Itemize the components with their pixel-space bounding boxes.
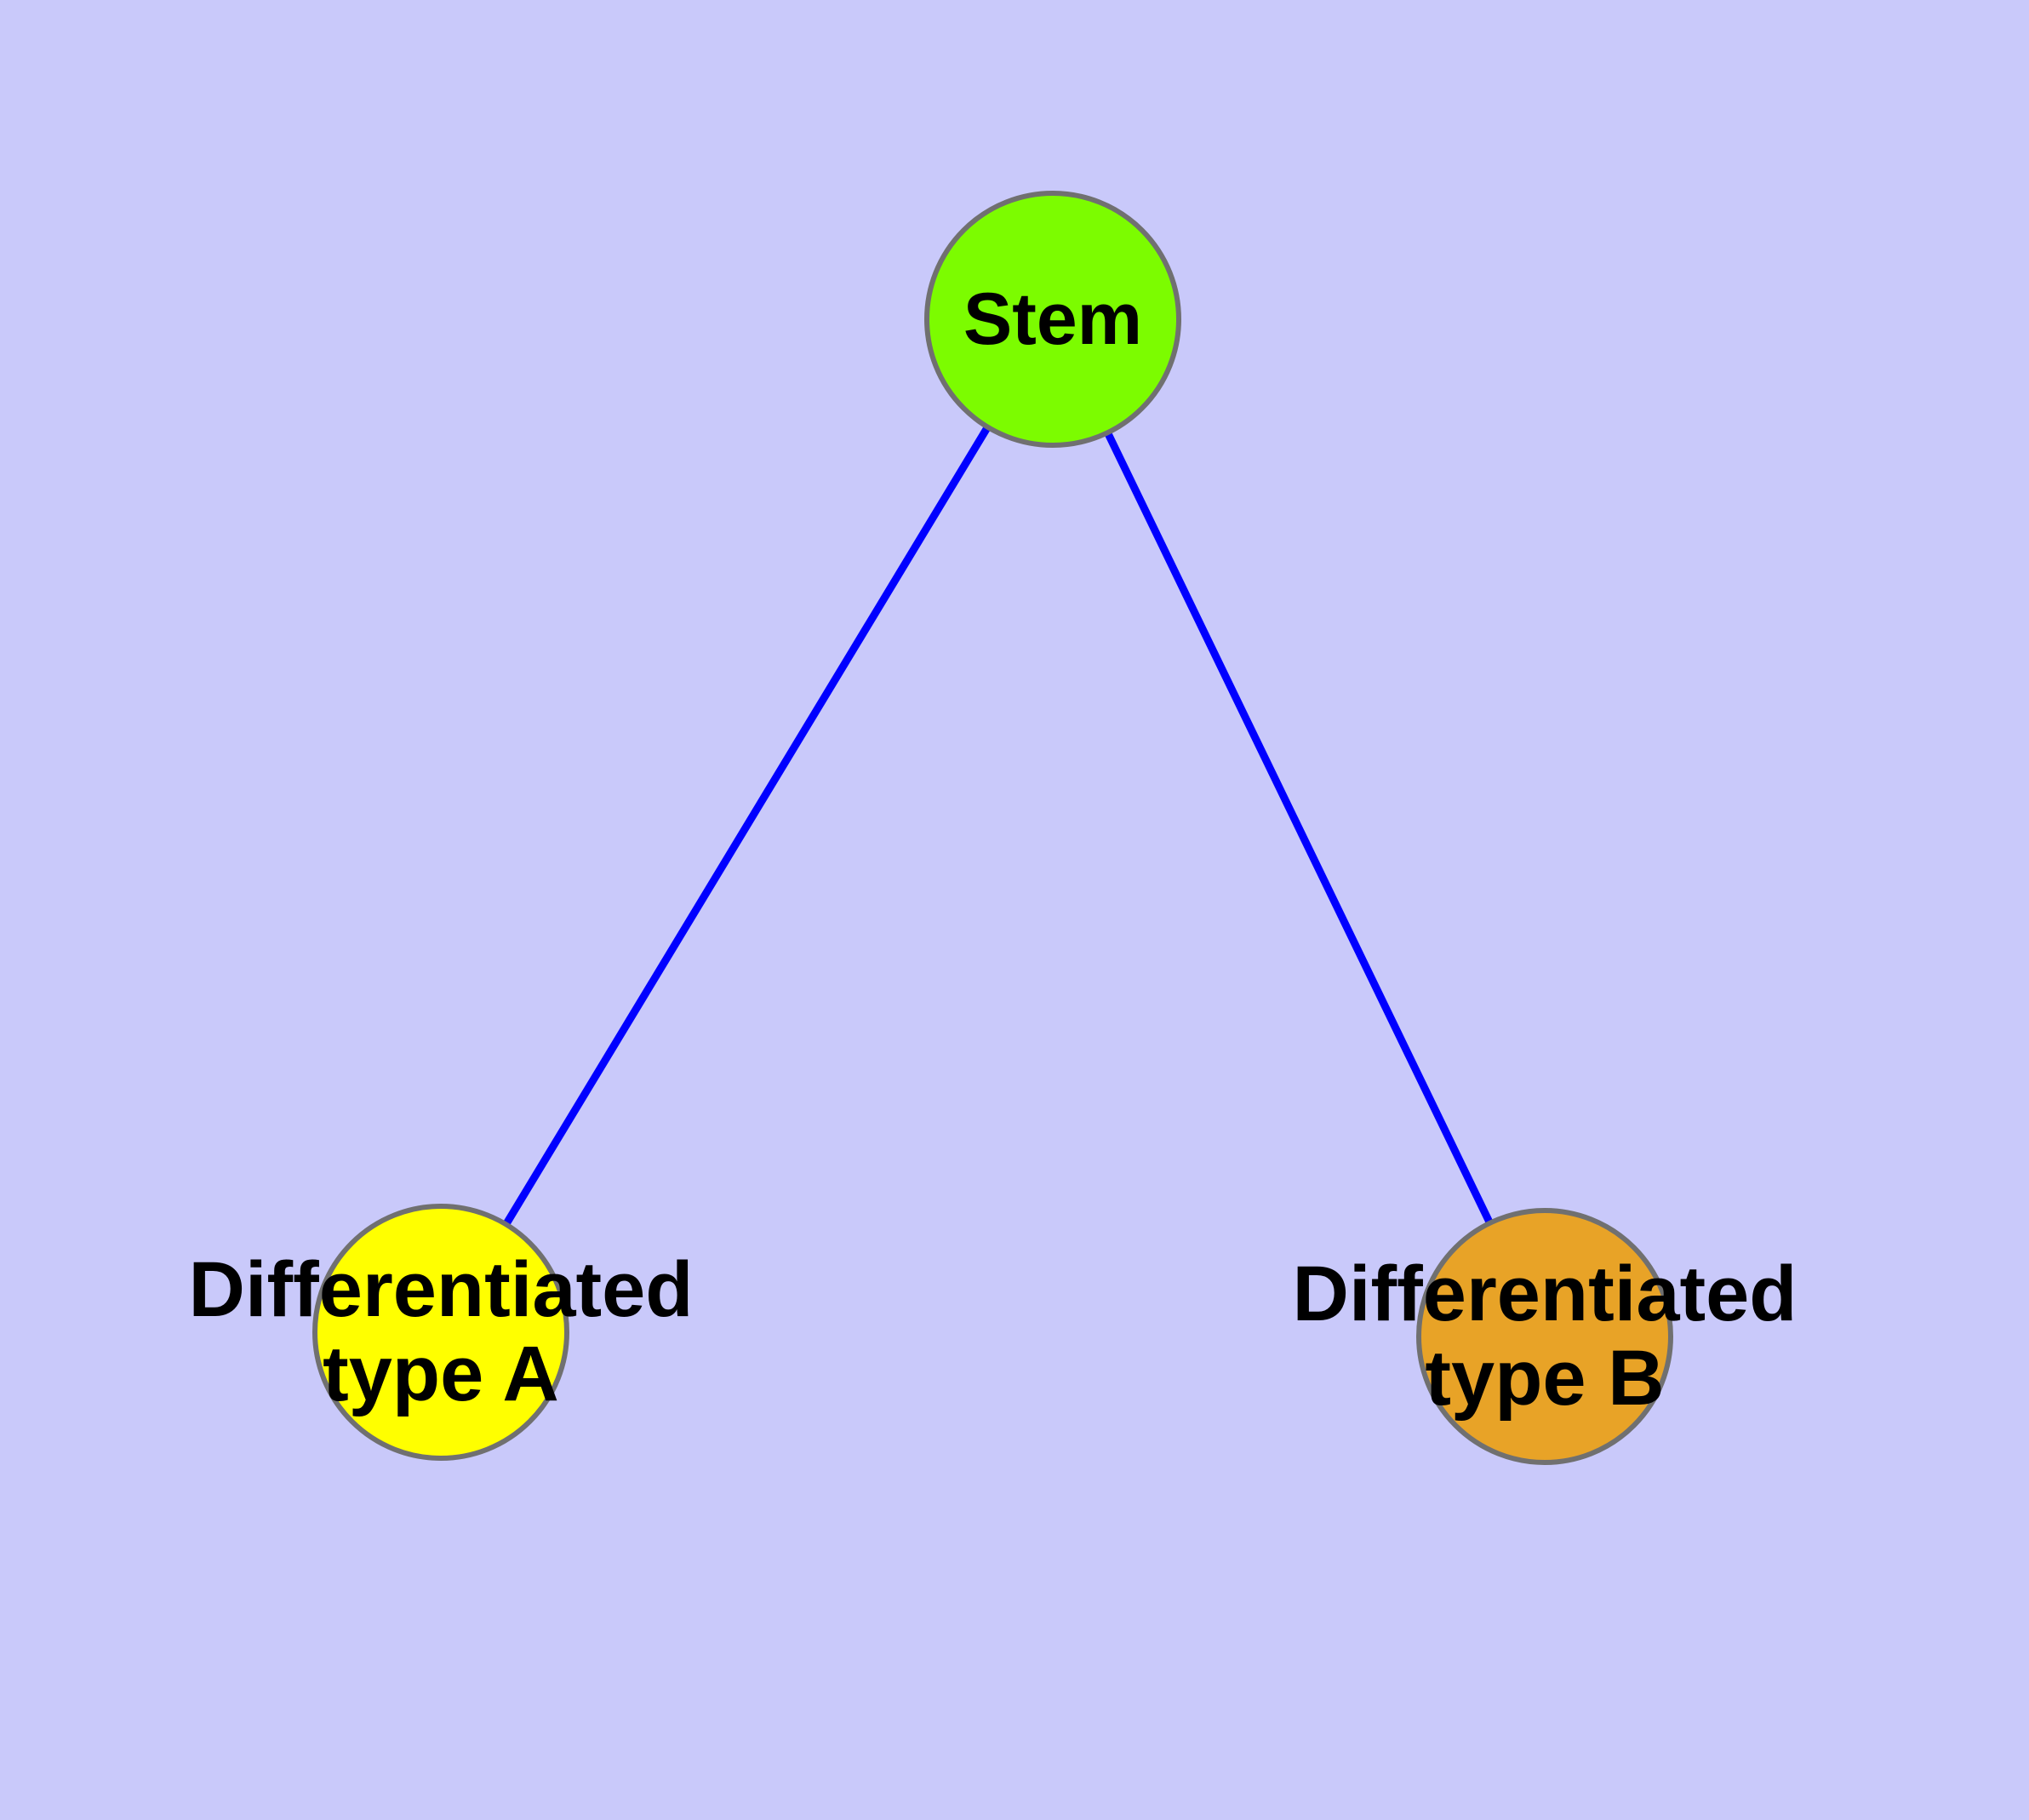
edge-layer	[503, 426, 1493, 1225]
edge-stem-to-differentiated-type-a[interactable]	[503, 426, 991, 1225]
edge-stem-to-differentiated-type-b[interactable]	[1105, 432, 1493, 1223]
node-circle-differentiated-type-b[interactable]	[1416, 1208, 1673, 1465]
node-circle-stem[interactable]	[924, 191, 1181, 448]
node-circle-differentiated-type-a[interactable]	[312, 1204, 569, 1461]
node-layer	[312, 191, 1673, 1465]
